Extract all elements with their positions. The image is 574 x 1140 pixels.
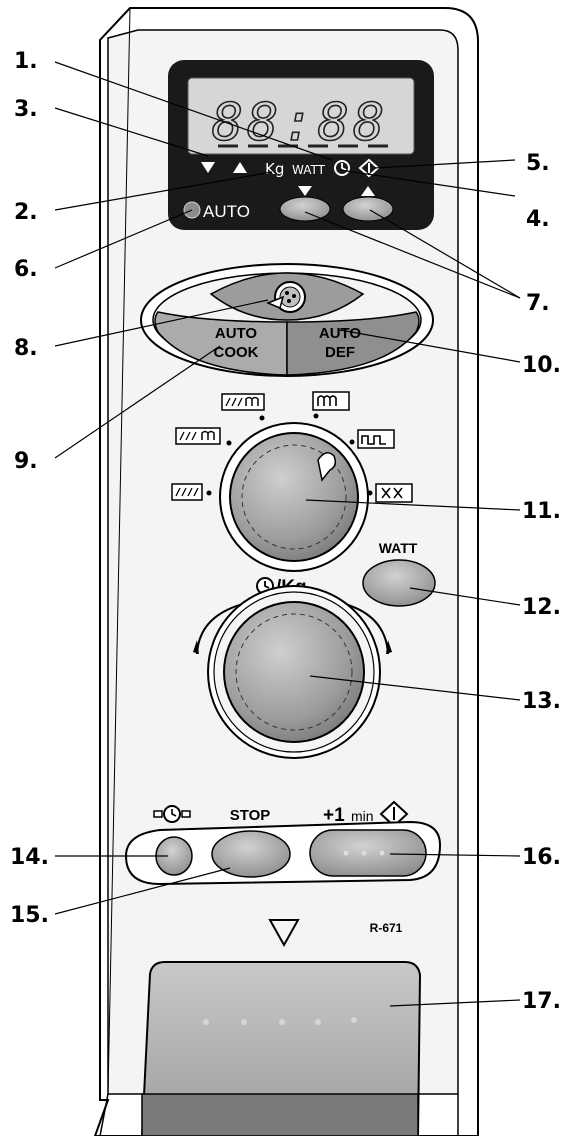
function-selector-knob[interactable]: [229, 432, 359, 562]
clock-setting-icon: [153, 805, 191, 823]
callout-4: 4.: [526, 207, 550, 232]
auto-def-label-line1: AUTO: [319, 325, 362, 342]
time-weight-knob[interactable]: [223, 601, 365, 743]
microwave-grill-top-icon: [221, 393, 265, 411]
leader-lines: [54, 61, 521, 1007]
convection-icon: [357, 429, 395, 449]
knob-pointer-icon: [317, 452, 337, 482]
door-release-arrow-icon: [268, 919, 300, 948]
callout-13: 13.: [522, 689, 561, 714]
callout-14: 14.: [10, 845, 49, 870]
auto-cook-label-line2: COOK: [214, 344, 259, 361]
callout-6: 6.: [14, 257, 38, 282]
start-diamond-icon: [358, 158, 380, 178]
watt-button[interactable]: [362, 559, 436, 607]
power-up-button[interactable]: [342, 196, 394, 222]
lcd-digits: 88:88: [212, 93, 389, 153]
power-up-arrow-icon: [361, 186, 375, 196]
stop-button[interactable]: [211, 830, 291, 878]
plus-one-unit: min: [351, 808, 374, 824]
clock-icon: [334, 160, 350, 176]
door-open-button[interactable]: [140, 961, 422, 1137]
stop-label: STOP: [230, 807, 271, 824]
microwave-grill-icon: [175, 427, 221, 445]
kg-indicator: Kg: [265, 160, 284, 178]
callout-17: 17.: [522, 989, 561, 1014]
callout-5: 5.: [526, 151, 550, 176]
lcd-screen: 88:88: [187, 77, 415, 155]
callout-3: 3.: [14, 97, 38, 122]
callout-1: 1.: [14, 49, 38, 74]
weight-up-arrow-icon: [233, 162, 247, 173]
callout-10: 10.: [522, 353, 561, 378]
callout-9: 9.: [14, 449, 38, 474]
start-plus-one-button[interactable]: [309, 829, 427, 877]
callout-2: 2.: [14, 200, 38, 225]
callout-7: 7.: [526, 291, 550, 316]
pizza-icon: [266, 281, 306, 313]
power-down-arrow-icon: [298, 186, 312, 196]
combination-icon: [375, 483, 413, 503]
callout-8: 8.: [14, 336, 38, 361]
auto-defrost-button[interactable]: [286, 311, 420, 376]
auto-cook-label-line1: AUTO: [215, 325, 258, 342]
plus-one-label: +1: [323, 805, 345, 826]
callout-15: 15.: [10, 903, 49, 928]
model-number: R-671: [370, 921, 403, 935]
watt-indicator: WATT: [292, 163, 326, 177]
auto-label: AUTO: [203, 202, 250, 221]
callout-labels: 1. 2. 3. 4. 5. 6. 7. 8. 9. 10. 11. 12. 1…: [10, 49, 561, 1014]
top-heat-icon: [312, 391, 350, 411]
callout-16: 16.: [522, 845, 561, 870]
auto-cook-button[interactable]: [154, 311, 288, 376]
weight-down-arrow-icon: [201, 162, 215, 173]
watt-button-label: WATT: [379, 540, 418, 556]
power-down-button[interactable]: [279, 196, 331, 222]
grill-only-icon: [171, 483, 203, 501]
callout-12: 12.: [522, 595, 561, 620]
callout-11: 11.: [522, 499, 561, 524]
knob-position-dots: [206, 413, 373, 496]
auto-def-label-line2: DEF: [325, 344, 355, 361]
